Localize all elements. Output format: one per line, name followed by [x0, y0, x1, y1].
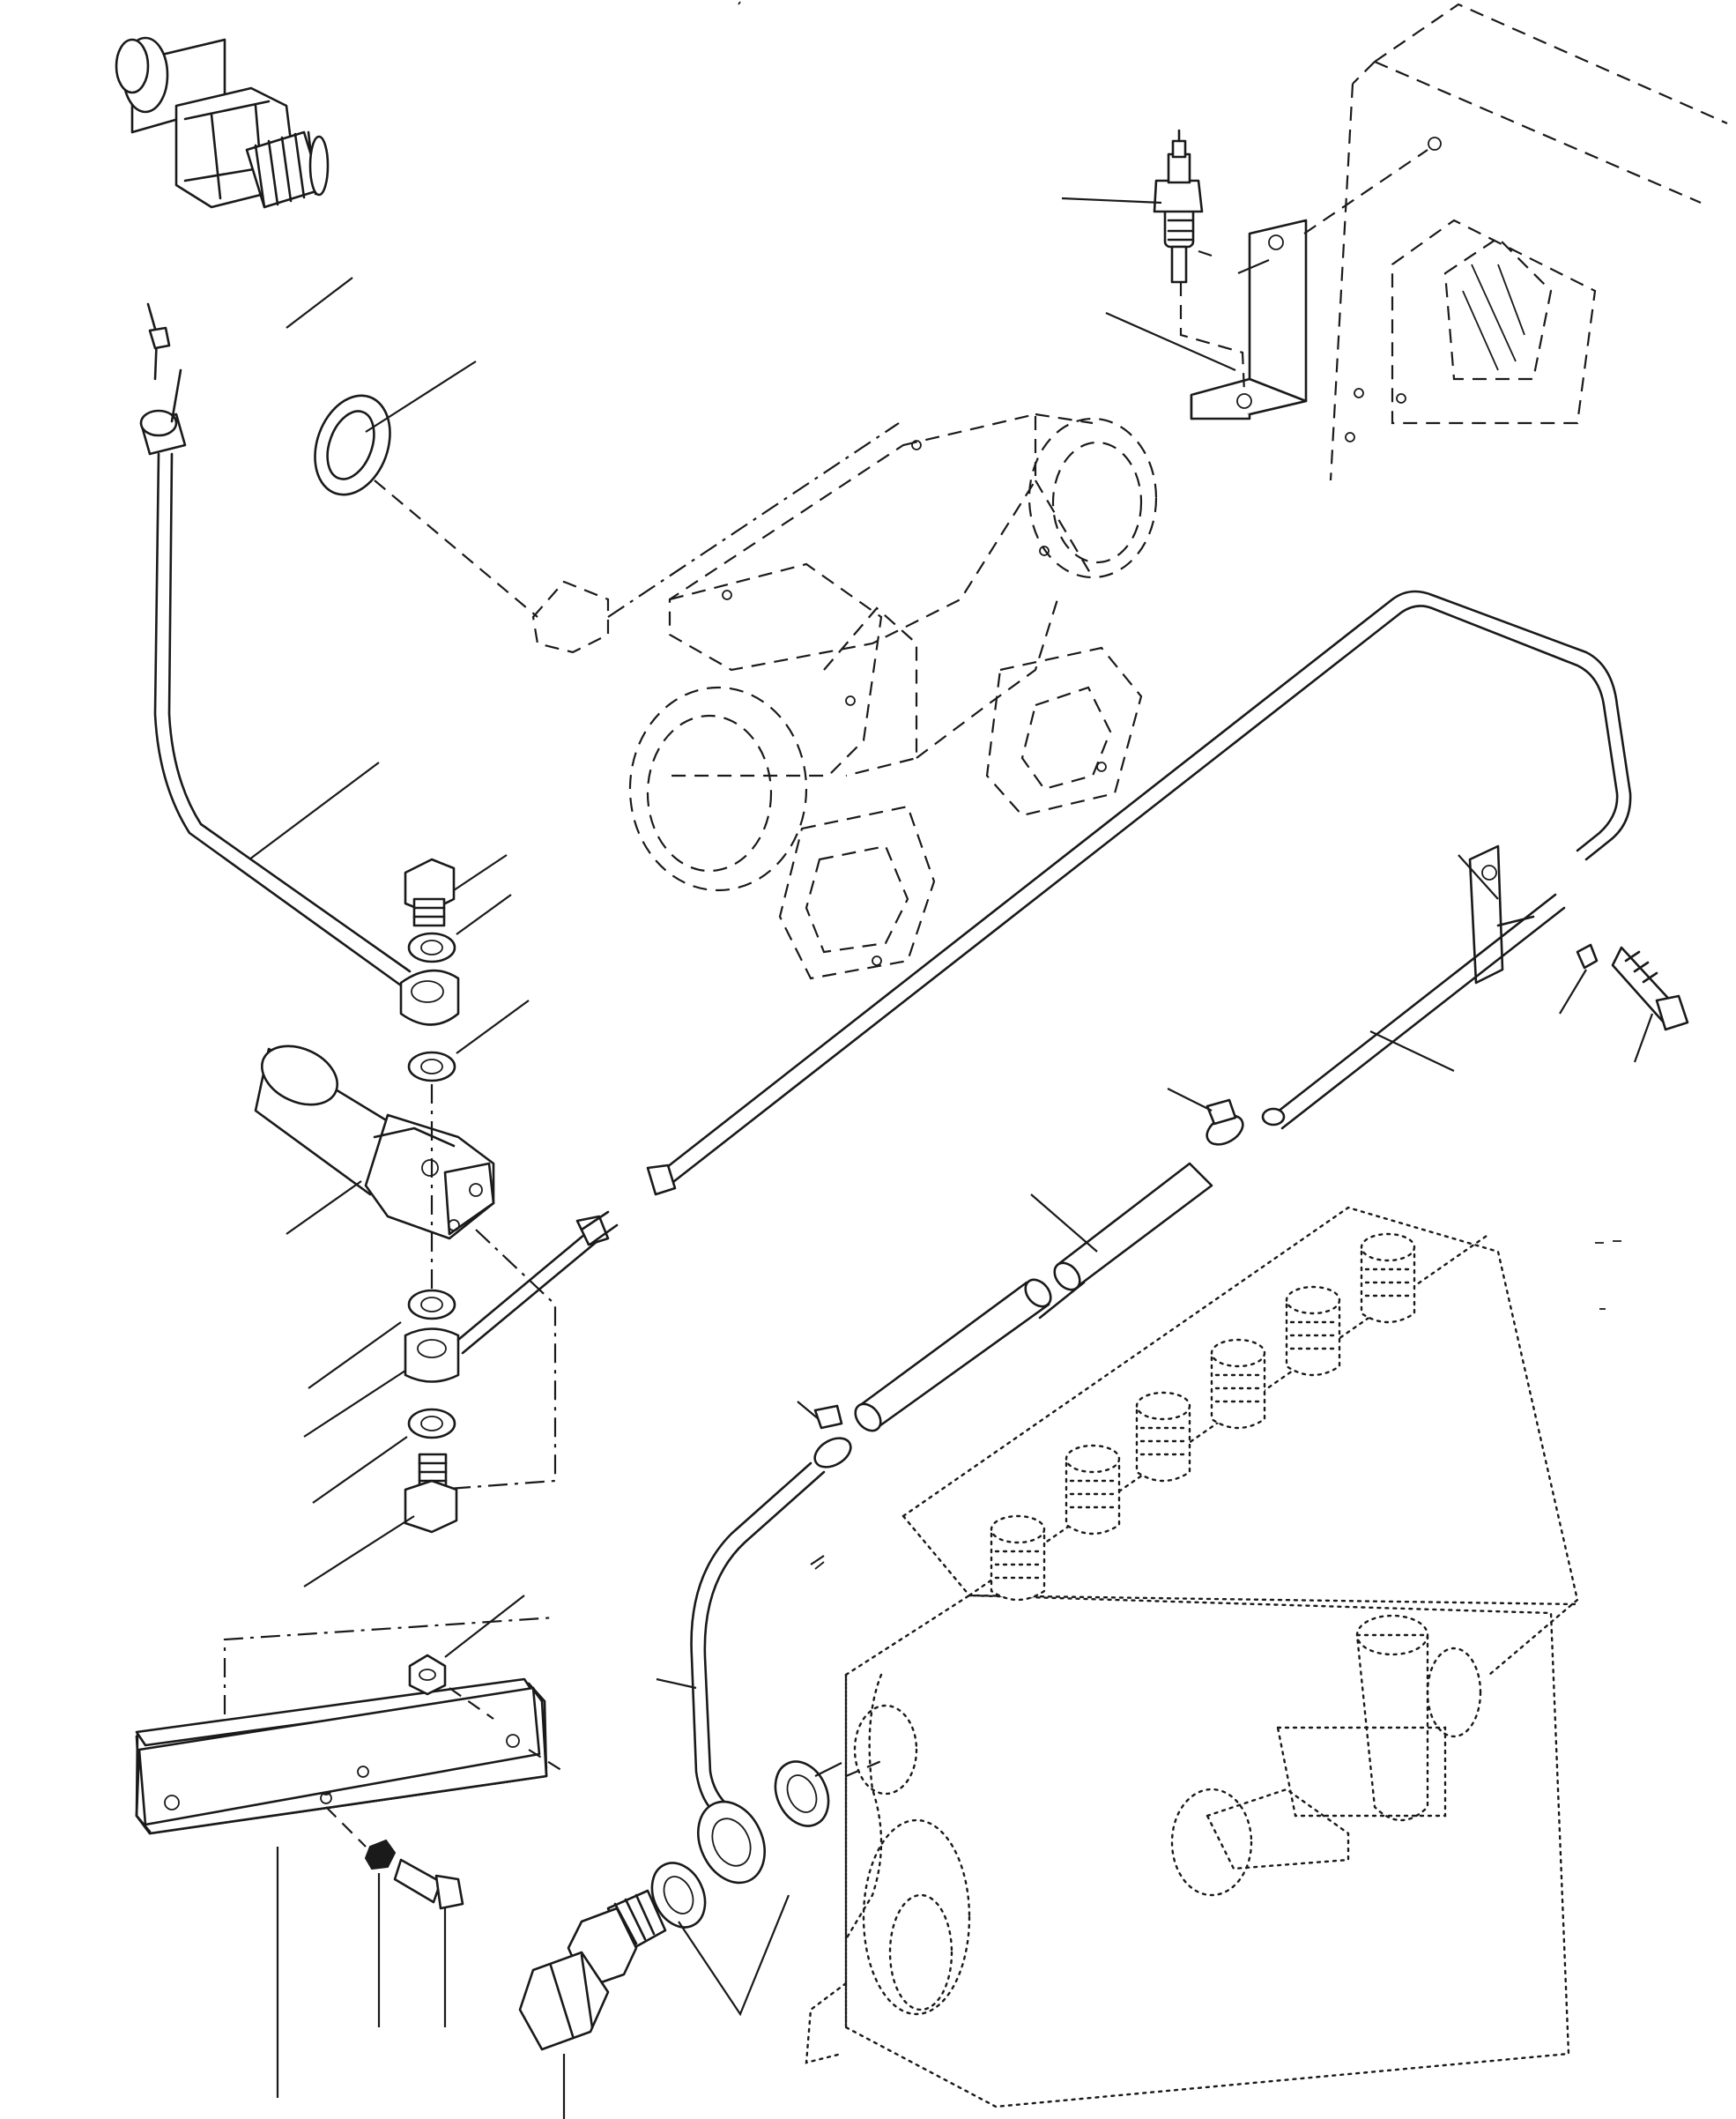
- oil-pipe-upper: [139, 368, 412, 987]
- hose-clamp-upper: [1206, 1098, 1244, 1146]
- banjo-bolt-lower: [404, 1289, 460, 1534]
- cab-panel-outline: [1329, 3, 1728, 481]
- manifold-outline: [531, 413, 1158, 980]
- leaders-banjo-lower: [303, 1321, 415, 1587]
- delivery-valve-1: [990, 1514, 1046, 1602]
- filter-body: [254, 1045, 495, 1240]
- delivery-valve-6: [1360, 1232, 1416, 1324]
- clip-bracket: [1468, 844, 1535, 985]
- hose-clamp-lower: [813, 1404, 852, 1468]
- rubber-hose: [854, 1162, 1213, 1432]
- bracket-nut: [408, 1654, 565, 1773]
- leaders-bracket-nut: [444, 1595, 525, 1658]
- leaders-bracket-bottom: [276, 1847, 447, 2098]
- pump-banjo-bolt: [518, 1889, 667, 2051]
- bracket-bolt: [325, 1806, 464, 1910]
- delivery-valve-4: [1210, 1338, 1266, 1430]
- leaders-hose: [797, 1088, 1213, 1424]
- leaders-top-left: [286, 277, 477, 433]
- leaders-clip: [1369, 854, 1654, 1072]
- return-pipe: [580, 590, 1632, 1245]
- leaders-top-right: [1061, 197, 1270, 372]
- pump-banjo: [650, 1759, 882, 1929]
- leaders-pump-banjo: [562, 1762, 842, 2119]
- bracket-strip: [135, 1686, 544, 1833]
- banjo-bolt-upper: [399, 858, 460, 1082]
- spark-plug-sensor: [1153, 129, 1204, 284]
- sealing-washer: [314, 394, 538, 618]
- pump-feed-pipe: [656, 1461, 826, 1818]
- clip-bolt: [1576, 943, 1689, 1031]
- delivery-valve-3: [1135, 1391, 1191, 1483]
- leaders-pipe-left: [249, 762, 380, 860]
- leaders-banjo-upper: [453, 854, 530, 1054]
- injection-pump: [805, 1206, 1579, 2108]
- pressure-sender: [115, 36, 330, 381]
- return-pipe-lower: [1261, 893, 1566, 1130]
- leaders-filter: [286, 1084, 557, 1491]
- angle-bracket: [1179, 149, 1428, 420]
- pump-delivery-valves: [990, 1232, 1416, 1602]
- misc-marks: [738, 1, 1621, 1570]
- delivery-valve-2: [1065, 1444, 1121, 1535]
- delivery-valve-5: [1285, 1285, 1341, 1377]
